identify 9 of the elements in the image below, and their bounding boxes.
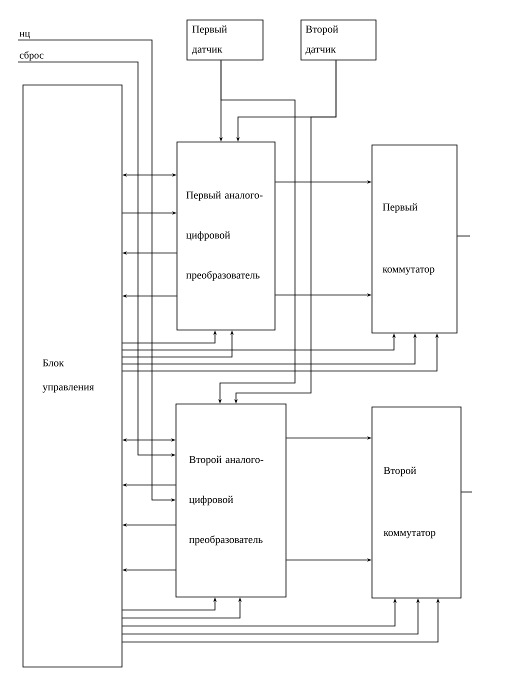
signal-label: нц — [20, 32, 30, 39]
block-box: Первый датчик — [186, 20, 264, 60]
block-box: Первый коммутатор — [372, 144, 458, 334]
signal-label: сброс — [20, 51, 44, 61]
block-box: Второй датчик — [300, 20, 376, 60]
block-box: Второй коммутатор — [372, 406, 462, 598]
block-box: Первый аналого-цифровой преобразователь — [176, 142, 276, 330]
block-box: Второй аналого-цифровой преобразователь — [176, 404, 286, 598]
block-box: Блок управления — [22, 84, 122, 668]
